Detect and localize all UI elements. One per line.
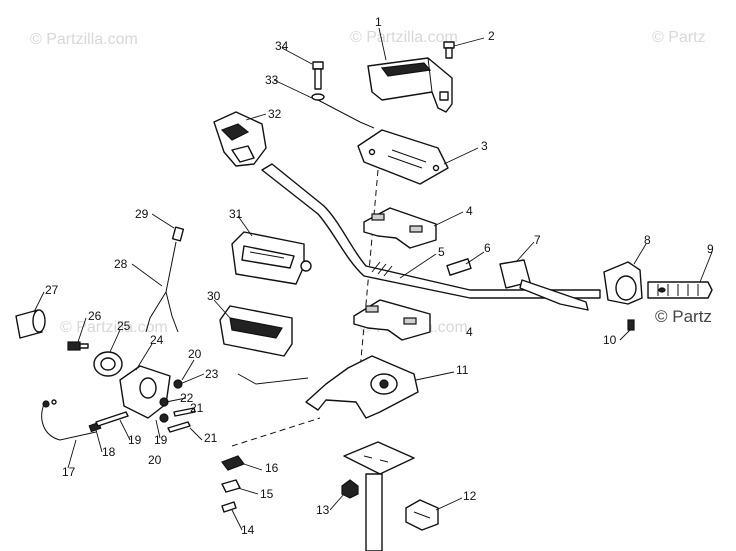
- watermark-right-edge: © Partz: [655, 307, 712, 326]
- callout-29: 29: [135, 207, 149, 221]
- callout-4-upper: 4: [466, 204, 473, 218]
- callout-19a: 19: [128, 433, 142, 447]
- part-speedometer: [231, 231, 312, 285]
- part-screw-21: [167, 421, 191, 433]
- part-15: [221, 479, 241, 493]
- part-bolt-34: [312, 61, 324, 90]
- callout-6: 6: [484, 241, 491, 255]
- part-wire-17: [41, 399, 97, 441]
- callout-20-lower: 20: [148, 453, 162, 467]
- callout-12: 12: [463, 489, 477, 503]
- callout-20-upper: 20: [188, 347, 202, 361]
- part-handlebar-cover: [367, 57, 453, 113]
- callout-31: 31: [229, 207, 243, 221]
- callout-19b: 19: [154, 433, 168, 447]
- callout-16: 16: [265, 461, 279, 475]
- part-handlebar: [261, 163, 601, 299]
- callout-21-lower: 21: [204, 431, 218, 445]
- callout-14: 14: [241, 523, 255, 537]
- callout-7: 7: [534, 233, 541, 247]
- part-mounting-plate: [305, 355, 419, 419]
- callout-22: 22: [180, 391, 194, 405]
- callout-8: 8: [644, 233, 651, 247]
- part-screw-19: [95, 411, 129, 427]
- callout-18: 18: [102, 445, 116, 459]
- part-cable: [145, 226, 185, 333]
- part-speedometer-housing: [219, 305, 293, 357]
- callout-21-upper: 21: [190, 401, 204, 415]
- callout-25: 25: [117, 319, 131, 333]
- center-dashed-line: [359, 169, 379, 371]
- part-nut-13: [341, 479, 359, 499]
- part-bolt-26: [67, 341, 89, 351]
- callout-34: 34: [275, 39, 289, 53]
- callout-3: 3: [481, 139, 488, 153]
- callout-24: 24: [150, 333, 164, 347]
- callout-17: 17: [62, 465, 76, 479]
- callout-27: 27: [45, 283, 59, 297]
- part-14: [221, 501, 237, 513]
- callout-26: 26: [88, 309, 102, 323]
- callout-4-lower: 4: [466, 325, 473, 339]
- part-bolt-small: [443, 41, 455, 59]
- part-screw-10: [627, 319, 635, 331]
- part-steering-post: [343, 441, 415, 551]
- part-screw-21b: [173, 407, 196, 417]
- callout-11: 11: [456, 363, 469, 377]
- watermark-mid-left: © Partzilla.com: [60, 319, 168, 336]
- part-throttle-housing: [603, 261, 643, 305]
- part-washer-33: [311, 93, 325, 101]
- part-grommet: [93, 351, 123, 377]
- part-clamp-lower: [353, 299, 431, 341]
- watermark-top-center: © Partzilla.com: [350, 29, 458, 46]
- watermark-top-right: © Partz: [652, 29, 706, 46]
- callout-30: 30: [207, 289, 221, 303]
- part-clip-12: [405, 499, 439, 531]
- part-left-switch: [213, 111, 267, 167]
- callout-13: 13: [316, 503, 330, 517]
- part-clamp-upper: [363, 207, 437, 249]
- callout-23: 23: [205, 367, 219, 381]
- callout-15: 15: [260, 487, 274, 501]
- callout-1: 1: [375, 15, 382, 29]
- part-nut-20b: [159, 413, 169, 423]
- part-grip: [647, 281, 713, 299]
- part-nut-23: [173, 379, 183, 389]
- part-brake-lever: [499, 259, 589, 311]
- dashed-link-30: [237, 373, 309, 385]
- part-upper-plate: [357, 129, 449, 185]
- callout-9: 9: [707, 242, 714, 256]
- callout-10: 10: [603, 333, 617, 347]
- callout-2: 2: [488, 29, 495, 43]
- part-indicator-housing: [119, 365, 171, 419]
- part-block-6: [446, 258, 472, 276]
- callout-33: 33: [265, 73, 279, 87]
- watermark-top-left: © Partzilla.com: [30, 31, 138, 48]
- part-bulb-cylinder: [15, 309, 46, 339]
- dashed-link-16: [231, 417, 321, 447]
- callout-32: 32: [268, 107, 282, 121]
- callout-5: 5: [438, 245, 445, 259]
- callout-28: 28: [114, 257, 128, 271]
- part-16: [221, 455, 245, 471]
